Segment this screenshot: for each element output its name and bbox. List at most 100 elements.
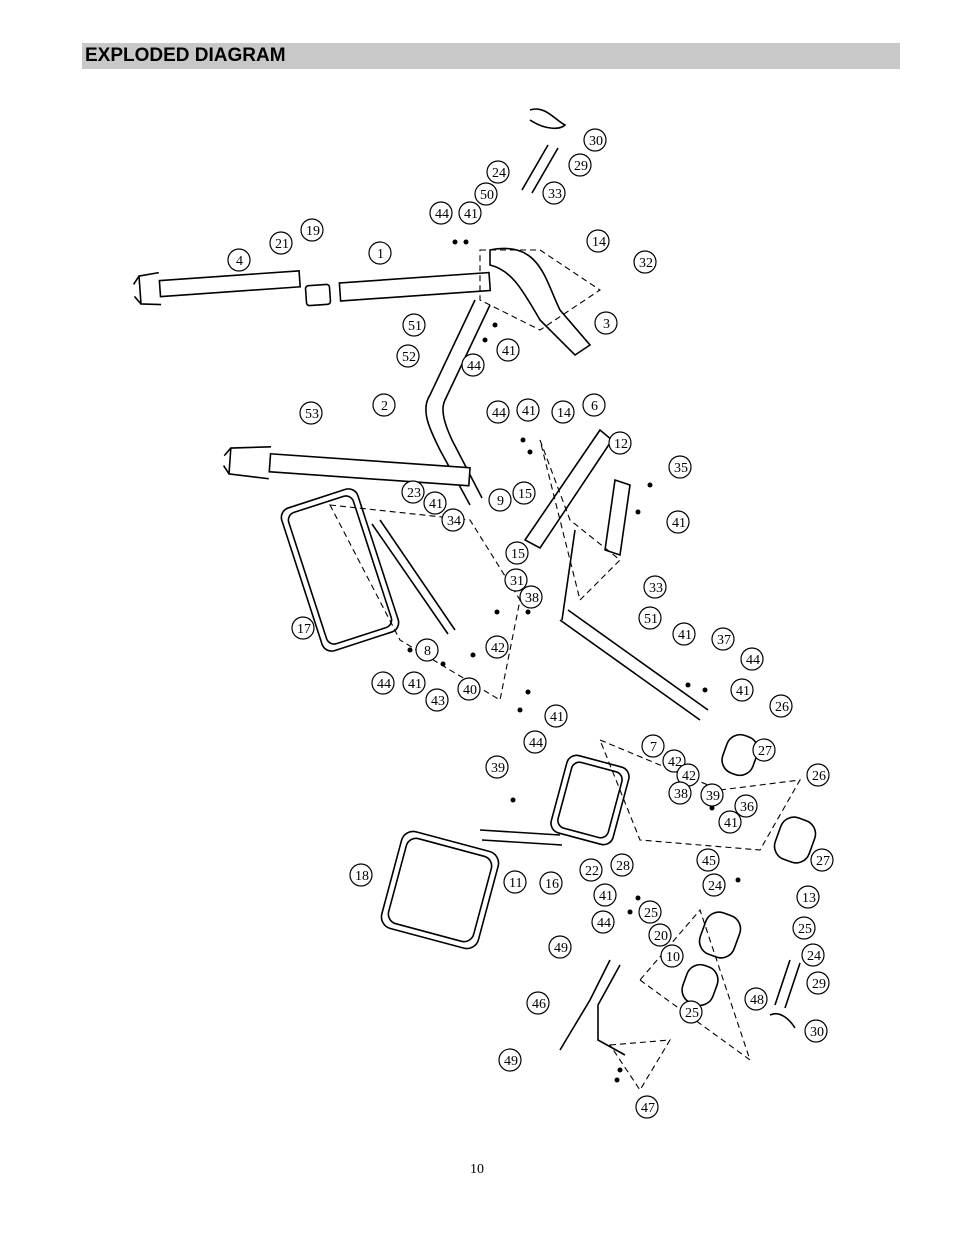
callout: 42 (485, 635, 509, 659)
callout: 40 (457, 677, 481, 701)
svg-text:32: 32 (639, 256, 653, 271)
callout: 42 (662, 749, 686, 773)
svg-text:24: 24 (708, 879, 722, 894)
svg-text:51: 51 (408, 319, 422, 334)
svg-text:43: 43 (431, 694, 445, 709)
callout: 41 (672, 622, 696, 646)
callout: 47 (635, 1095, 659, 1119)
svg-text:10: 10 (666, 950, 680, 965)
part-callouts: 30 29 24 50 33 44 41 19 21 4 1 14 32 3 5… (227, 128, 834, 1119)
svg-text:38: 38 (674, 787, 688, 802)
callout: 26 (806, 763, 830, 787)
section-title: EXPLODED DIAGRAM (85, 45, 286, 66)
callout: 24 (801, 943, 825, 967)
callout: 29 (806, 971, 830, 995)
svg-text:13: 13 (802, 891, 816, 906)
callout: 44 (740, 647, 764, 671)
callout: 41 (666, 510, 690, 534)
callout: 27 (752, 738, 776, 762)
callout: 50 (474, 182, 498, 206)
svg-text:4: 4 (236, 254, 243, 269)
callout: 44 (523, 730, 547, 754)
callout: 44 (371, 671, 395, 695)
svg-text:18: 18 (355, 869, 369, 884)
callout: 12 (608, 431, 632, 455)
callout: 38 (519, 585, 543, 609)
callout: 15 (505, 541, 529, 565)
svg-text:35: 35 (674, 461, 688, 476)
callout: 41 (423, 491, 447, 515)
callout: 53 (299, 401, 323, 425)
svg-text:46: 46 (532, 997, 546, 1012)
callout: 2 (372, 393, 396, 417)
svg-text:39: 39 (706, 789, 720, 804)
callout: 23 (401, 480, 425, 504)
callout: 49 (498, 1048, 522, 1072)
callout: 3 (594, 311, 618, 335)
svg-text:41: 41 (724, 816, 738, 831)
callout: 16 (539, 871, 563, 895)
svg-text:45: 45 (702, 854, 716, 869)
svg-text:44: 44 (492, 406, 506, 421)
callout: 6 (582, 393, 606, 417)
svg-text:12: 12 (614, 437, 628, 452)
callout: 41 (718, 810, 742, 834)
callout: 38 (668, 781, 692, 805)
svg-text:23: 23 (407, 486, 421, 501)
svg-text:7: 7 (650, 740, 657, 755)
callout: 30 (804, 1019, 828, 1043)
callout: 27 (810, 848, 834, 872)
svg-text:52: 52 (402, 350, 416, 365)
callout: 35 (668, 455, 692, 479)
svg-text:30: 30 (589, 134, 603, 149)
svg-text:26: 26 (812, 769, 826, 784)
callout: 33 (542, 181, 566, 205)
svg-text:48: 48 (750, 993, 764, 1008)
svg-text:9: 9 (497, 494, 504, 509)
callout: 24 (486, 160, 510, 184)
callout: 41 (593, 883, 617, 907)
svg-text:39: 39 (491, 761, 505, 776)
svg-text:41: 41 (599, 889, 613, 904)
svg-text:44: 44 (746, 653, 760, 668)
callout: 43 (425, 688, 449, 712)
svg-text:47: 47 (641, 1101, 655, 1116)
callout: 33 (643, 575, 667, 599)
callout: 24 (702, 873, 726, 897)
callout: 41 (402, 671, 426, 695)
callout: 31 (504, 568, 528, 592)
svg-text:21: 21 (275, 237, 289, 252)
svg-text:14: 14 (557, 406, 571, 421)
part-rear-upright (222, 446, 471, 487)
callout: 25 (792, 916, 816, 940)
svg-text:24: 24 (807, 949, 821, 964)
svg-text:41: 41 (672, 516, 686, 531)
callout: 22 (579, 858, 603, 882)
assembly-guides (329, 249, 802, 1092)
svg-text:33: 33 (649, 581, 663, 596)
svg-text:42: 42 (682, 769, 696, 784)
callout: 39 (485, 755, 509, 779)
callout: 44 (486, 400, 510, 424)
svg-text:41: 41 (408, 677, 422, 692)
svg-text:17: 17 (297, 622, 311, 637)
callout: 30 (583, 128, 607, 152)
callout: 41 (458, 201, 482, 225)
hardware-dots (407, 239, 741, 1083)
callout: 25 (638, 900, 662, 924)
svg-text:25: 25 (685, 1006, 699, 1021)
svg-text:34: 34 (447, 514, 461, 529)
part-leg-pad (550, 754, 630, 846)
svg-text:27: 27 (758, 744, 772, 759)
callout: 44 (461, 353, 485, 377)
svg-text:22: 22 (585, 864, 599, 879)
callout: 41 (496, 338, 520, 362)
svg-text:29: 29 (812, 977, 826, 992)
callout: 25 (679, 1000, 703, 1024)
callout: 17 (291, 616, 315, 640)
callout: 10 (660, 944, 684, 968)
svg-text:44: 44 (435, 207, 449, 222)
svg-text:27: 27 (816, 854, 830, 869)
svg-text:11: 11 (509, 876, 522, 891)
